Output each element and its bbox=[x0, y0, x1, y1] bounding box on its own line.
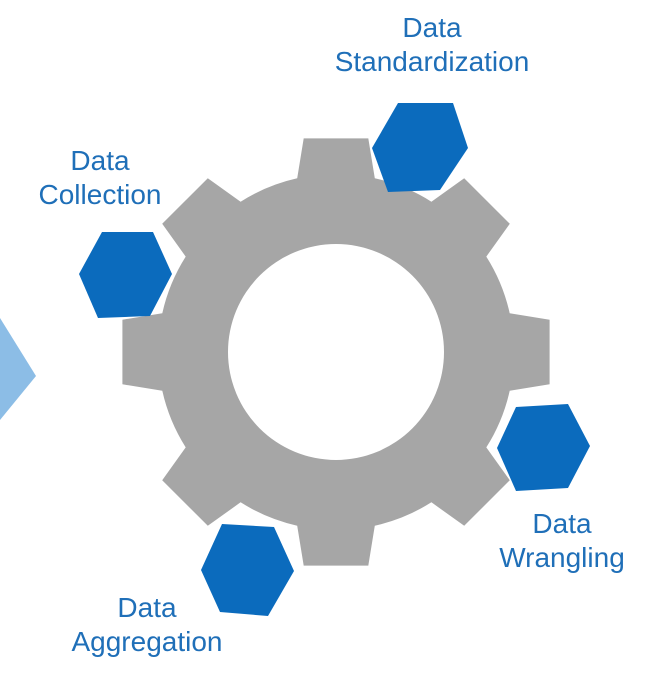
label-standardization: Data Standardization bbox=[312, 11, 552, 79]
hexagon-aggregation bbox=[201, 524, 294, 616]
label-standardization-line2: Standardization bbox=[334, 46, 530, 77]
label-wrangling: Data Wrangling bbox=[476, 507, 648, 575]
label-wrangling-line1: Data bbox=[532, 508, 592, 539]
label-aggregation-line1: Data bbox=[117, 592, 177, 623]
label-collection-line1: Data bbox=[70, 145, 130, 176]
hexagon-standardization bbox=[372, 103, 468, 192]
label-standardization-line1: Data bbox=[402, 12, 462, 43]
label-aggregation-line2: Aggregation bbox=[71, 626, 223, 657]
hexagon-wrangling bbox=[497, 404, 590, 491]
gear-icon bbox=[122, 138, 550, 566]
label-collection: Data Collection bbox=[12, 144, 188, 212]
label-wrangling-line2: Wrangling bbox=[499, 542, 625, 573]
left-arrow-shape bbox=[0, 318, 36, 420]
hexagon-collection bbox=[79, 232, 172, 318]
label-collection-line2: Collection bbox=[38, 179, 162, 210]
label-aggregation: Data Aggregation bbox=[40, 591, 254, 659]
